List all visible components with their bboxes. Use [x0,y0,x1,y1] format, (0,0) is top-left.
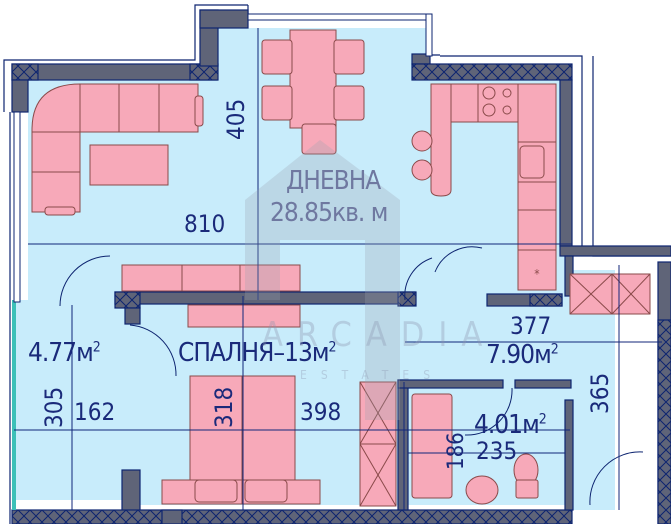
bathroom-area: 4.01м [474,410,540,440]
bedroom-label: СПАЛНЯ–13м2 [178,338,336,368]
watermark-brand: ARCADIA [262,315,497,355]
bathroom-label: 4.01м2 [474,410,547,440]
watermark [245,140,400,420]
dim-bedroom-height: 318 [210,386,238,428]
walls [11,9,671,524]
bar-stools [411,130,433,181]
hall-label: 7.90м2 [486,340,559,370]
svg-text:*: * [534,267,540,281]
bedroom-tv-unit [187,304,301,328]
dim-bedroom-width: 398 [300,398,342,426]
dim-bath-width: 235 [476,437,518,465]
washbasin [465,475,499,505]
bathtub [411,393,453,499]
entry-label: 4.77м2 [28,338,101,368]
dim-living-height: 405 [222,98,250,140]
dim-living-width: 810 [184,210,226,238]
entry-area: 4.77м [28,338,94,368]
hall-area-unit: 2 [550,341,559,358]
living-room-area: 28.85кв. м [270,198,388,228]
living-room-name: ДНЕВНА [286,166,381,196]
dim-entry-width: 162 [74,398,116,426]
entry-area-unit: 2 [92,339,101,356]
dining-table [289,29,337,129]
dim-bath-height: 186 [444,432,469,470]
hall-closet [569,273,651,315]
coffee-table [89,144,169,186]
corner-sofa [31,83,204,216]
wardrobe [359,381,397,507]
bedroom-area-unit: 2 [328,339,336,356]
watermark-sub: ESTATES [300,368,445,382]
windows [13,13,433,303]
doors [59,246,644,506]
bathroom-area-unit: 2 [538,411,547,428]
dining-chairs [261,39,365,155]
dim-entry-height: 305 [40,386,68,428]
dimension-lines [14,28,662,510]
hall-area: 7.90м [486,340,552,370]
kitchen-counter: * [430,83,557,291]
dim-hall-height: 365 [586,372,614,414]
dim-hall-width: 377 [510,312,552,340]
tv-unit [121,264,301,292]
bedroom-name-area: СПАЛНЯ–13м [178,338,329,368]
